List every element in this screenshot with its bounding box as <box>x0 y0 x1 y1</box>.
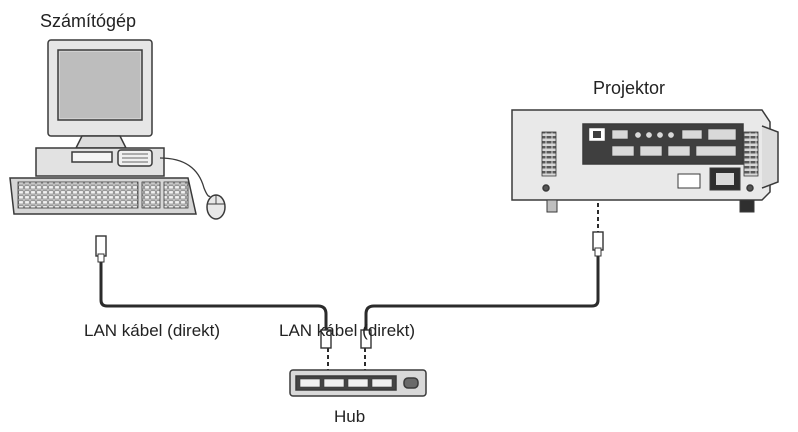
rj45-connector-computer <box>95 235 107 263</box>
lan-cable-computer-to-hub <box>99 262 329 380</box>
keyboard <box>9 177 197 215</box>
rj45-connector-hub-left <box>320 329 332 349</box>
monitor <box>47 39 153 149</box>
rj45-connector-projector <box>592 231 604 257</box>
system-unit <box>35 147 165 177</box>
mouse <box>159 157 226 220</box>
projector-terminal-panel <box>582 123 744 165</box>
projector-label: Projektor <box>593 78 665 98</box>
hub-label: Hub <box>334 407 365 426</box>
projector-illustration <box>511 109 779 213</box>
computer-illustration <box>9 39 226 220</box>
cable-right-label: LAN kábel (direkt) <box>279 321 415 340</box>
hub-illustration <box>289 369 427 397</box>
cable-left-label: LAN kábel (direkt) <box>84 321 220 340</box>
rj45-connector-hub-right <box>360 329 372 349</box>
computer-label: Számítógép <box>40 11 136 31</box>
